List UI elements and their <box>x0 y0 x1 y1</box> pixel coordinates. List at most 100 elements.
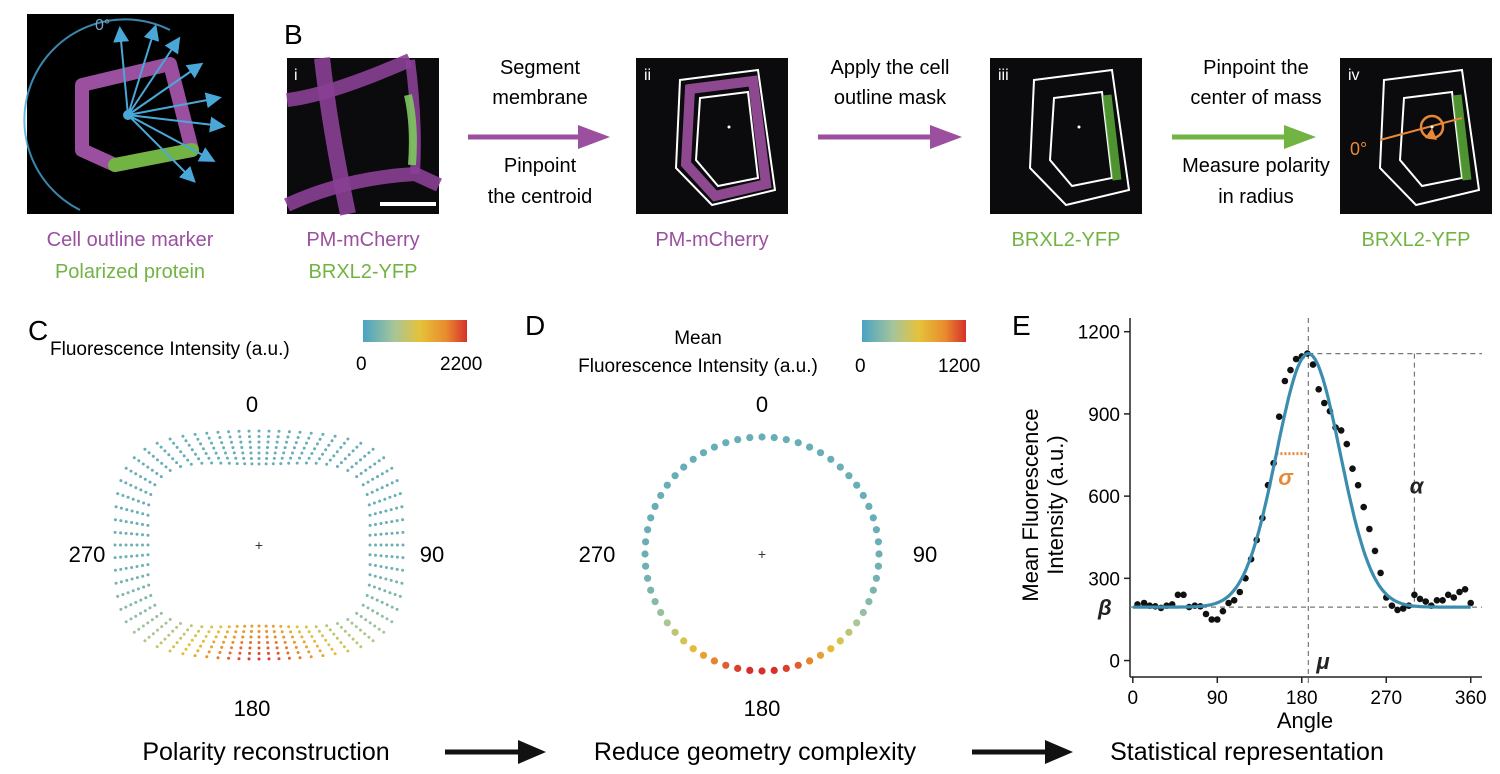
polar-dot <box>205 655 209 659</box>
polar-dot <box>390 566 394 570</box>
mean-dot <box>859 491 867 500</box>
panel-e-letter: E <box>1012 310 1031 341</box>
polar-dot <box>235 462 239 466</box>
polar-dot <box>395 519 399 523</box>
caption-polarized-protein: Polarized protein <box>55 261 205 283</box>
mean-dot <box>710 443 719 451</box>
polar-dot <box>371 447 375 451</box>
polar-dot <box>395 580 399 584</box>
mean-dot <box>869 586 877 594</box>
polar-dot <box>302 640 306 644</box>
polar-dot <box>168 469 172 472</box>
polar-dot <box>395 479 399 483</box>
polar-dot <box>382 630 386 634</box>
polar-dot <box>390 520 394 524</box>
image-ii: ii <box>636 58 788 214</box>
mean-dot <box>816 449 825 457</box>
polar-dot <box>279 462 283 466</box>
polar-dot <box>372 501 376 505</box>
polar-dot <box>231 640 235 644</box>
panel-d-angle-180: 180 <box>744 696 781 721</box>
mu-label: μ <box>1315 649 1329 674</box>
data-point <box>1422 598 1429 605</box>
panel-e-ylabel-2: Intensity (a.u.) <box>1043 435 1068 574</box>
polar-dot <box>292 446 296 450</box>
polar-dot <box>346 469 350 472</box>
polar-dot <box>300 451 304 455</box>
polar-dot <box>130 509 134 513</box>
polar-dot <box>335 636 339 640</box>
data-point <box>1450 594 1458 601</box>
polar-dot <box>139 488 143 492</box>
panel-d-colorbar <box>862 320 966 342</box>
polar-dot <box>359 472 363 475</box>
alpha-label: α <box>1410 473 1425 498</box>
mean-dot <box>663 481 671 489</box>
mean-dot <box>758 433 766 441</box>
mean-dot <box>671 628 679 636</box>
polar-dot <box>295 461 299 465</box>
polar-dot <box>364 468 368 472</box>
polar-dot <box>389 508 393 512</box>
polar-dot <box>201 639 205 643</box>
polar-dot <box>275 646 279 650</box>
polar-dot <box>241 451 245 455</box>
polar-dot <box>234 630 238 634</box>
sigma-label: σ <box>1278 465 1294 490</box>
polar-dot <box>124 466 128 470</box>
polar-dot <box>134 472 138 476</box>
polar-dot <box>298 456 301 460</box>
polar-dot <box>304 461 308 465</box>
y-tick-label: 1200 <box>1078 323 1120 344</box>
polar-dot <box>136 499 140 503</box>
polar-dot <box>210 625 214 629</box>
polar-dot <box>186 458 190 462</box>
panel-c-colorbar <box>363 320 467 342</box>
polar-dot <box>257 457 261 460</box>
polar-dot <box>273 451 277 455</box>
panel-d-angle-270: 270 <box>579 542 616 567</box>
polar-dot <box>321 654 325 658</box>
polar-dot <box>283 640 287 644</box>
step1-top-1: Segment <box>500 57 580 79</box>
polar-dot <box>113 530 117 534</box>
polar-dot <box>267 435 270 439</box>
polar-dot <box>280 456 284 460</box>
polar-dot <box>231 446 235 450</box>
polar-dot <box>212 640 216 644</box>
polar-dot <box>342 645 346 649</box>
polar-dot <box>257 446 261 449</box>
polar-dot <box>125 508 129 512</box>
polar-dot <box>398 492 402 496</box>
image-iii: iii <box>990 58 1142 214</box>
panel-c-legend-min: 0 <box>356 354 367 375</box>
polar-dot <box>135 510 139 514</box>
polar-dot <box>310 635 314 638</box>
polar-dot <box>377 627 381 631</box>
polar-dot <box>137 627 141 631</box>
polar-dot <box>116 492 120 496</box>
polar-dot <box>371 639 375 643</box>
y-tick-label: 300 <box>1088 569 1120 590</box>
angle-zero-label: 0° <box>95 17 110 34</box>
mean-dot <box>642 562 650 570</box>
polarized-protein-segment <box>108 143 199 172</box>
polar-dot <box>179 622 182 625</box>
panel-d-legend-min: 0 <box>855 356 866 377</box>
polar-dot <box>156 458 159 462</box>
polar-dot <box>363 454 367 458</box>
polar-dot <box>227 656 231 660</box>
polar-dot <box>257 451 261 455</box>
mean-dot <box>869 514 877 522</box>
caption-ii: PM-mCherry <box>655 229 768 251</box>
data-point <box>1174 591 1182 599</box>
panel-d-letter: D <box>525 310 545 341</box>
polar-dot <box>347 453 351 457</box>
polar-dot <box>247 429 251 433</box>
polar-dot <box>228 651 232 655</box>
polar-dot <box>143 609 147 613</box>
polar-dot <box>219 461 223 465</box>
polar-dot <box>384 521 388 524</box>
polar-dot <box>390 466 394 470</box>
polar-dot <box>339 625 343 629</box>
